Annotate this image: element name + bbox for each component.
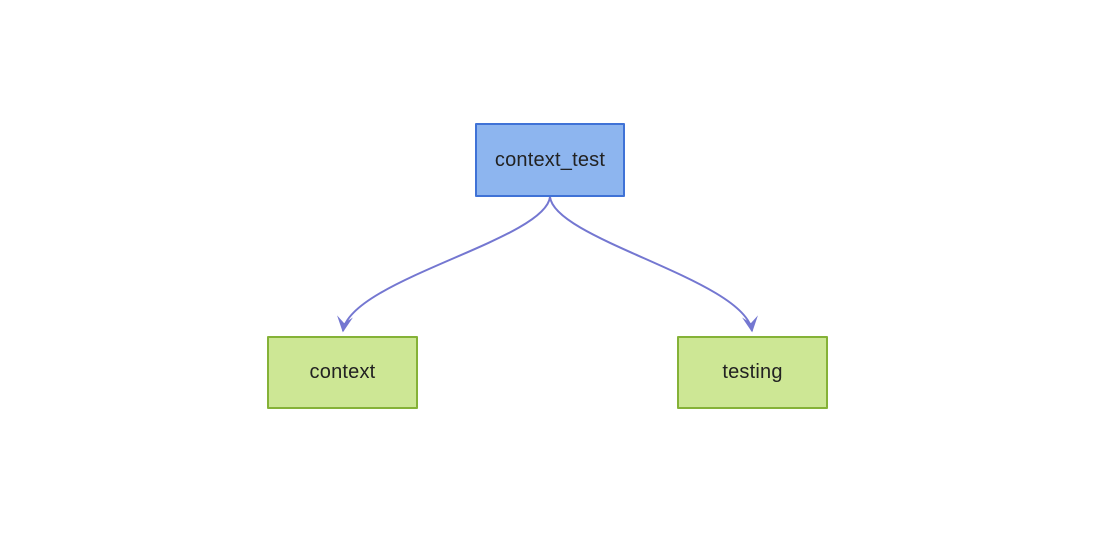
node-context-test-label: context_test	[494, 148, 606, 171]
node-context[interactable]: context	[267, 336, 418, 409]
node-context-label: context	[309, 361, 376, 383]
node-testing-label: testing	[722, 361, 783, 383]
node-context-test[interactable]: context_test	[475, 123, 625, 197]
edge-context_test-to-testing	[549, 196, 758, 333]
edge-context_test-to-context	[337, 196, 551, 333]
node-testing[interactable]: testing	[677, 336, 828, 409]
